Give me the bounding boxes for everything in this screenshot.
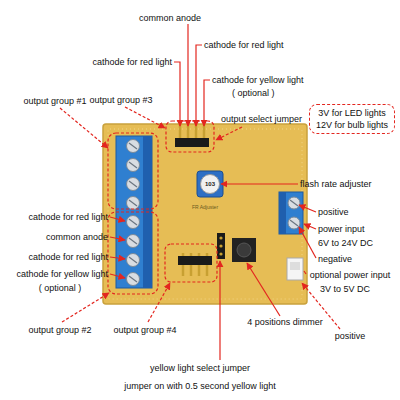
terminal-screw <box>288 197 300 209</box>
callout-label: negative <box>318 254 352 265</box>
pin-header <box>175 138 209 147</box>
callout-label: 6V to 24V DC <box>318 238 373 249</box>
leader-line <box>174 62 180 126</box>
callout-label: cathode for red light <box>92 57 172 68</box>
callout-label: 4 positions dimmer <box>247 317 323 328</box>
pcb-board <box>103 124 307 304</box>
terminal-screw <box>127 178 140 191</box>
group-outline <box>165 244 217 282</box>
note-text: 3V for LED lights <box>313 107 391 119</box>
leader-line <box>110 217 125 221</box>
terminal-screw <box>127 197 140 210</box>
connector-socket <box>290 262 300 270</box>
leader-line <box>110 257 125 259</box>
screw-slot <box>129 200 137 206</box>
note-box: 3V for LED lights12V for bulb lights <box>309 104 395 134</box>
callout-label: output group #1 <box>23 96 86 107</box>
terminal-screw <box>127 140 140 153</box>
screw-slot <box>129 276 137 282</box>
callout-label: FR Adjuster <box>192 202 218 213</box>
terminal-screw <box>288 217 300 229</box>
callout-label: cathode for red light <box>204 40 284 51</box>
callout-label: positive <box>318 207 349 218</box>
callout-label: common anode <box>46 232 108 243</box>
push-button-cap <box>237 243 251 257</box>
terminal-screw <box>127 159 140 172</box>
screw-slot <box>129 238 137 244</box>
callout-label: flash rate adjuster <box>300 179 372 190</box>
jumper-pin <box>219 252 222 255</box>
leader-line <box>221 183 298 184</box>
callout-label: cathode for yellow light <box>16 269 108 280</box>
dashed-pointer <box>125 107 165 128</box>
terminal-screw <box>127 273 140 286</box>
callout-label: 103 <box>205 179 215 190</box>
callout-label: output group #3 <box>89 95 152 106</box>
leader-line <box>110 237 125 240</box>
leader-line <box>299 227 316 258</box>
leader-line <box>299 205 316 212</box>
callout-label: ( optional ) <box>39 283 82 294</box>
terminal-screw <box>127 235 140 248</box>
pin-header <box>178 256 212 265</box>
leader-line <box>187 24 188 126</box>
callout-label: common anode <box>139 13 201 24</box>
callout-label: positive <box>335 331 366 342</box>
push-button <box>232 238 256 262</box>
leader-line <box>304 271 306 274</box>
callout-label: 3V to 5V DC <box>320 284 370 295</box>
leader-line <box>110 274 125 278</box>
dashed-pointer <box>148 283 170 322</box>
callout-label: cathode for yellow light <box>212 75 304 86</box>
power-terminal-side <box>279 192 286 234</box>
callout-label: output group #4 <box>113 325 176 336</box>
dashed-pointer <box>60 108 108 148</box>
callout-label: power input <box>318 224 365 235</box>
group-outline <box>108 212 158 294</box>
jumper-header <box>217 233 225 259</box>
leader-line <box>304 224 316 229</box>
pcb-edge-holes <box>108 129 302 299</box>
callout-label: output group #2 <box>28 325 91 336</box>
callout-label: jumper on with 0.5 second yellow light <box>124 381 276 392</box>
group-outline <box>108 133 158 209</box>
callout-label: cathode for red light <box>28 212 108 223</box>
group-outline <box>166 121 214 152</box>
jumper-pin <box>219 244 222 247</box>
screw-slot <box>290 200 298 206</box>
callout-label: ( optional ) <box>232 88 275 99</box>
dashed-pointer <box>62 293 109 322</box>
dashed-pointer <box>216 127 242 140</box>
screw-slot <box>129 257 137 263</box>
terminal-screw <box>127 216 140 229</box>
potentiometer-dial <box>201 175 220 194</box>
leader-line <box>196 45 202 126</box>
potentiometer <box>197 171 223 197</box>
leader-line <box>247 263 280 316</box>
callout-label: yellow light select jumper <box>150 363 250 374</box>
note-text: 12V for bulb lights <box>313 119 391 131</box>
screw-slot <box>129 162 137 168</box>
leader-line <box>219 261 220 360</box>
power-connector <box>287 258 303 280</box>
callout-label: cathode for red light <box>28 252 108 263</box>
screw-slot <box>129 181 137 187</box>
terminal-screw <box>127 254 140 267</box>
screw-slot <box>290 220 298 226</box>
callout-label: optional power input <box>310 270 391 281</box>
screw-slot <box>129 143 137 149</box>
jumper-pin <box>219 236 222 239</box>
callout-label: output select jumper <box>221 114 302 125</box>
screw-slot <box>129 219 137 225</box>
leader-line <box>204 80 210 126</box>
